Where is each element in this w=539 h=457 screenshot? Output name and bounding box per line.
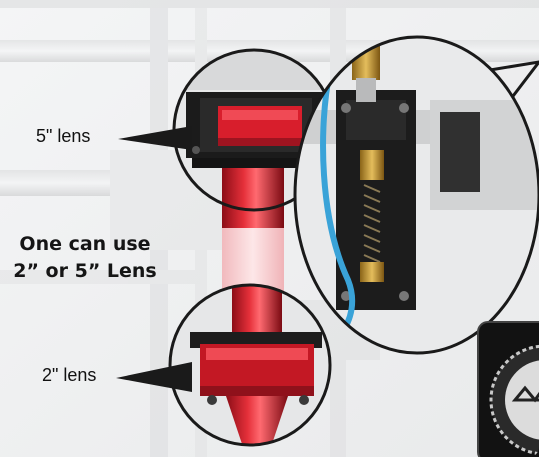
pointer-5in — [118, 126, 192, 150]
zoom-2in-lens — [170, 285, 330, 445]
zoom-ring-bottom — [168, 283, 332, 447]
headline-line-1: One can use — [19, 233, 151, 255]
pointer-2in — [116, 362, 192, 392]
air-tube — [320, 69, 356, 337]
corner-badge — [477, 321, 539, 457]
headline: One can use 2” or 5” Lens — [0, 231, 170, 285]
zoom-focus-mechanism — [293, 35, 539, 355]
headline-line-2: 2” or 5” Lens — [13, 260, 157, 282]
label-2in-lens: 2" lens — [42, 365, 97, 385]
label-5in-lens: 5" lens — [36, 126, 91, 146]
